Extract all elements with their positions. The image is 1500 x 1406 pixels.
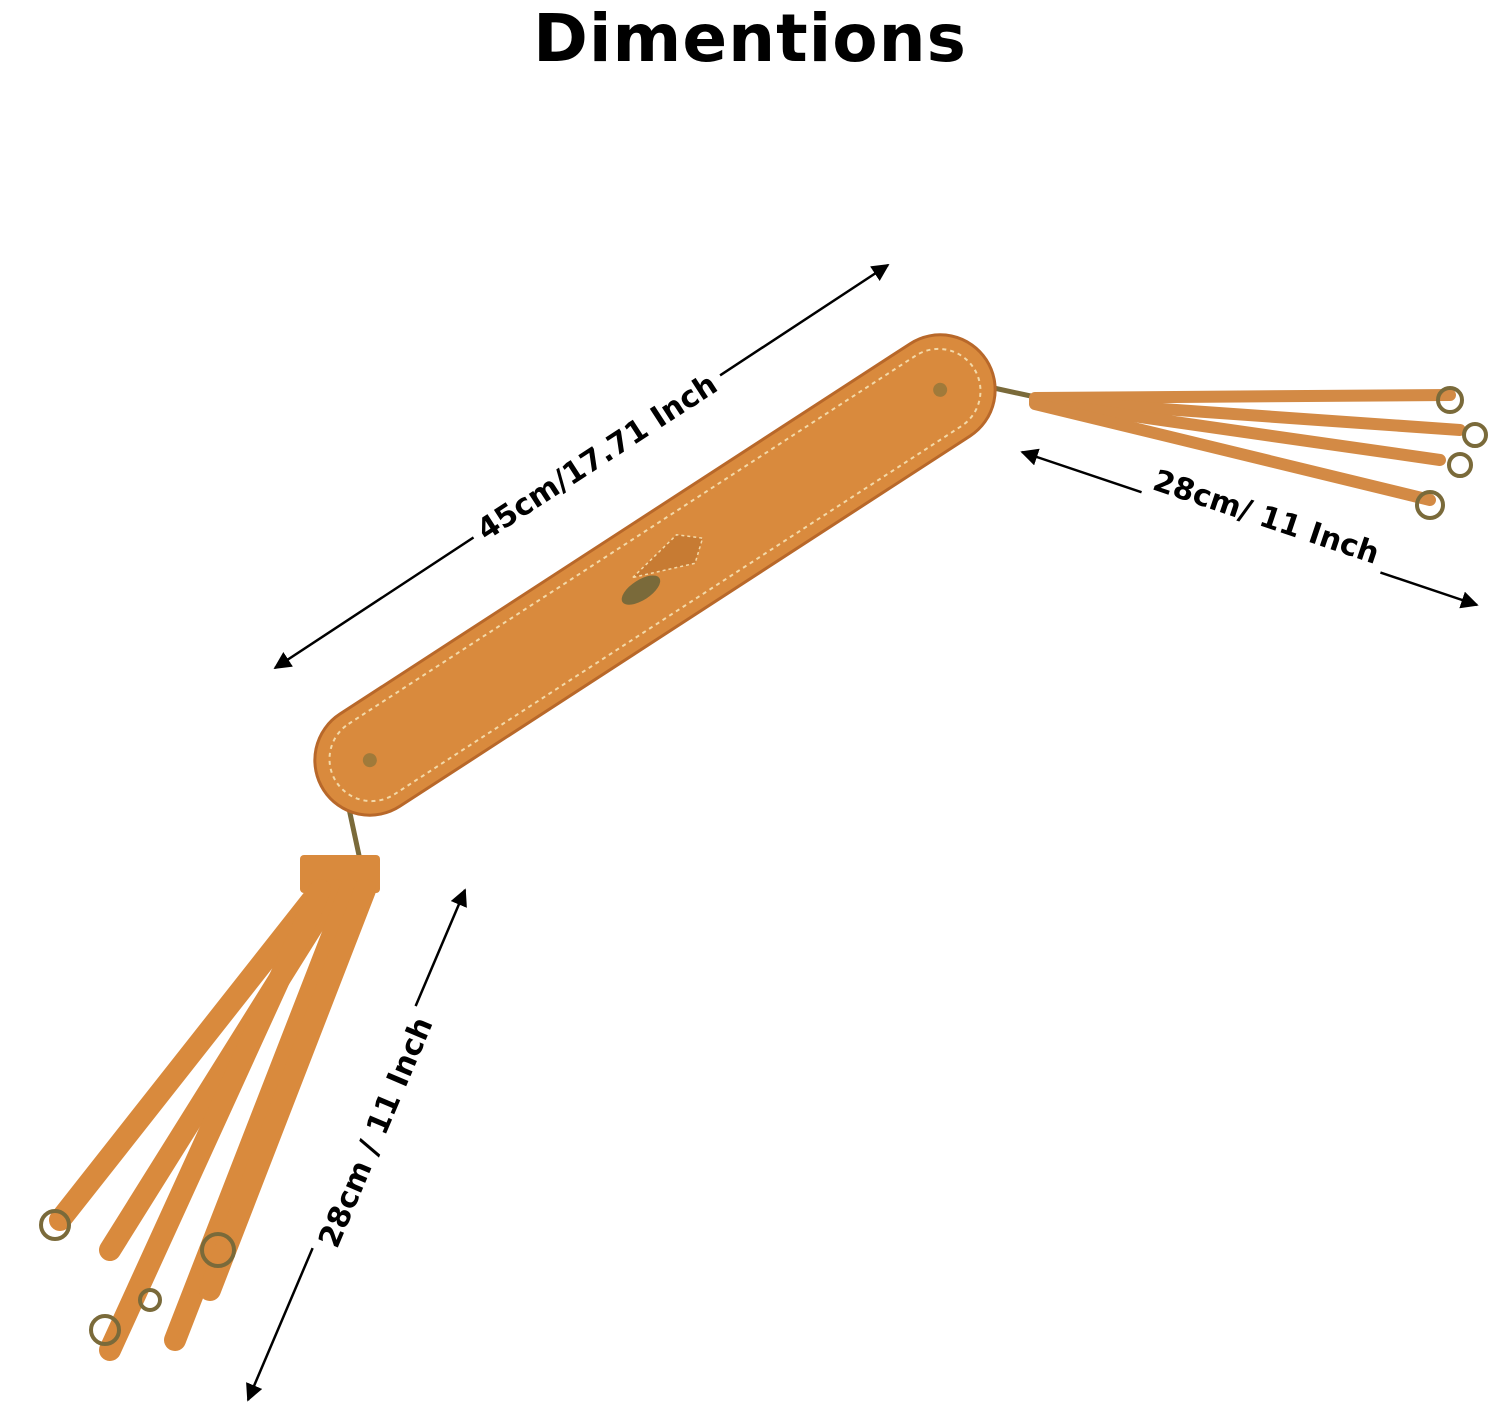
ring (1447, 452, 1473, 478)
shoulder-pad (313, 333, 997, 817)
ring (39, 1209, 71, 1241)
pad-body (313, 333, 997, 817)
ring (138, 1288, 162, 1312)
strap (1029, 389, 1456, 404)
bottom-strap-bundle (39, 787, 380, 1361)
ring (1462, 422, 1488, 448)
ring (89, 1314, 121, 1346)
rivet-icon (362, 753, 377, 768)
page-title: Dimentions (533, 0, 967, 77)
rivet-icon (933, 382, 948, 397)
ring (200, 1232, 236, 1268)
ring (1436, 386, 1464, 414)
strap (1029, 394, 1466, 436)
